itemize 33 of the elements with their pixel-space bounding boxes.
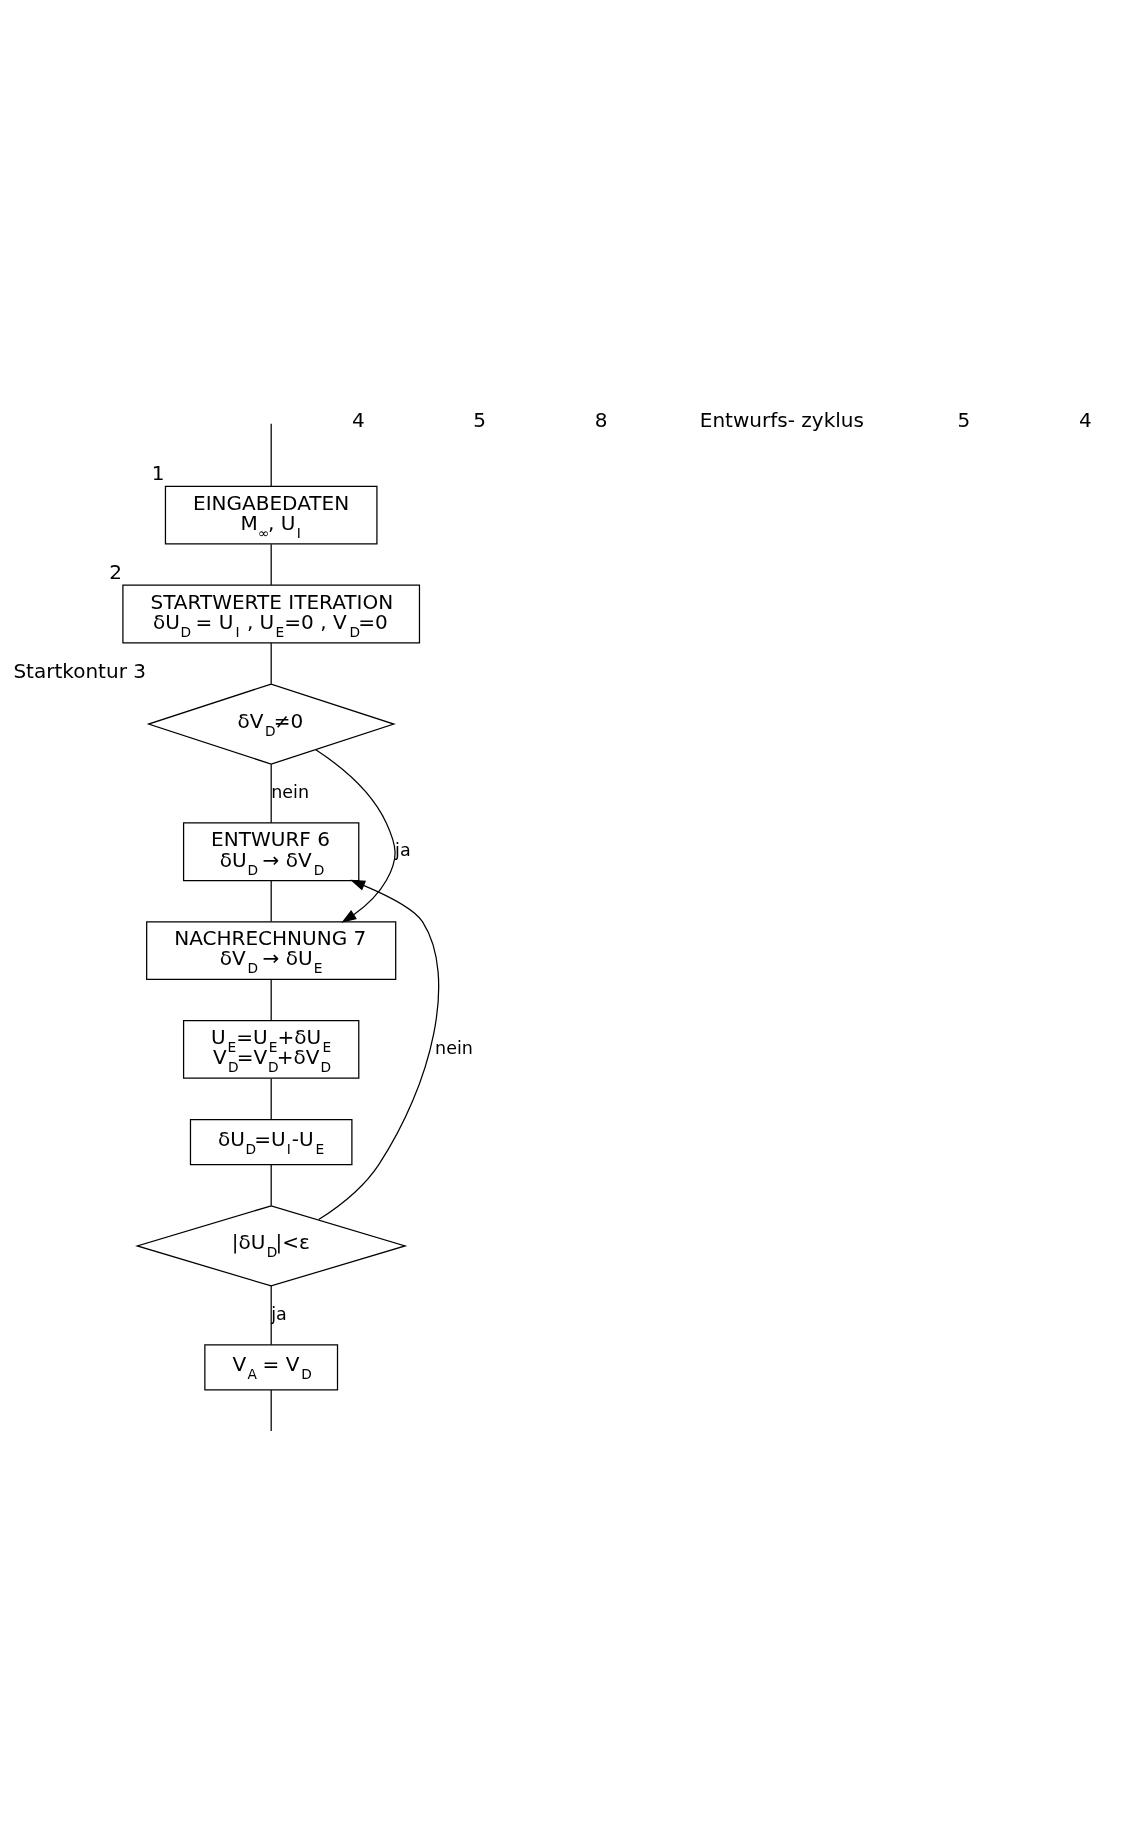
connector xyxy=(270,543,272,586)
node-box: STARTWERTE ITERATION δU$_{D}$ = U$_{I}$ , U$_{E}$=0 , V$_{D}$=0 xyxy=(122,584,421,644)
label: 4 xyxy=(1078,408,1092,433)
connector xyxy=(270,880,272,923)
arrow xyxy=(315,749,396,923)
connector xyxy=(270,763,272,824)
node-box: NACHRECHNUNG 7 δV$_{D}$ → δU$_{E}$ xyxy=(146,921,397,980)
node-box: δU$_{D}$=U$_{I}$-U$_{E}$ xyxy=(189,1118,353,1166)
node-box: EINGABEDATEN M$_{∞}$, U$_{I}$ xyxy=(164,485,378,545)
node-label: Startkontur 3 xyxy=(13,658,146,683)
node-label: 2 xyxy=(109,559,122,584)
node-diamond: δV$_{D}$≠0 xyxy=(146,683,396,765)
connector xyxy=(270,423,272,487)
connector xyxy=(270,642,272,685)
edge-label: ja xyxy=(395,840,411,861)
edge-label: nein xyxy=(435,1038,473,1059)
node-box: V$_{A}$ = V$_{D}$ xyxy=(204,1344,339,1391)
connector xyxy=(270,979,272,1021)
connector xyxy=(270,1164,272,1207)
label: Entwurfs- zyklus xyxy=(699,408,864,433)
connector xyxy=(270,1078,272,1120)
connector xyxy=(270,1285,272,1346)
node-diamond: |δU$_{D}$|<ε xyxy=(135,1205,408,1287)
connector xyxy=(270,1389,272,1432)
label: 8 xyxy=(594,408,608,433)
label: 4 xyxy=(351,408,365,433)
node-label: 1 xyxy=(151,460,165,485)
node-box: U$_{E}$=U$_{E}$+δU$_{E}$ V$_{D}$=V$_{D}$+δV$_{D}$ xyxy=(182,1020,360,1079)
node-box: ENTWURF 6 δU$_{D}$ → δV$_{D}$ xyxy=(182,822,360,882)
label: 5 xyxy=(473,408,487,433)
arrow xyxy=(318,879,440,1221)
edge-label: nein xyxy=(271,782,309,803)
label: 5 xyxy=(957,408,971,433)
